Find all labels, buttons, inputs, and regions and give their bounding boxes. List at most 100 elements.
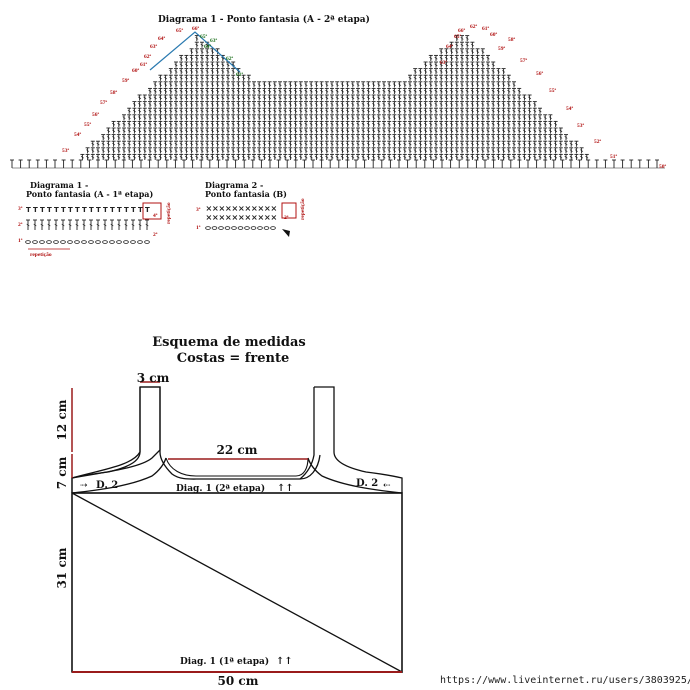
left-armhole bbox=[71, 387, 141, 493]
body-height-label: 31 cm bbox=[55, 547, 69, 588]
stitch-mark bbox=[444, 56, 448, 60]
stitch-mark bbox=[283, 83, 287, 86]
stitch-mark bbox=[372, 142, 376, 146]
stitch-mark bbox=[299, 129, 303, 133]
stitch-mark bbox=[429, 83, 433, 86]
stitch-mark bbox=[507, 155, 511, 159]
stitch-mark bbox=[103, 223, 107, 227]
stitch-mark bbox=[496, 149, 500, 152]
stitch-mark bbox=[574, 155, 578, 159]
stitch-mark bbox=[143, 116, 147, 119]
stitch-mark bbox=[460, 70, 464, 73]
stitch-mark bbox=[314, 109, 318, 113]
stitch-mark bbox=[476, 155, 480, 159]
stitch-mark bbox=[283, 122, 287, 126]
stitch-mark bbox=[200, 89, 204, 93]
stitch-mark bbox=[132, 155, 136, 159]
stitch-mark: × bbox=[225, 213, 232, 222]
left-d2-label: D. 2 bbox=[96, 480, 118, 491]
stitch-mark bbox=[179, 155, 183, 159]
stitch-mark bbox=[470, 129, 474, 133]
stitch-mark bbox=[231, 149, 235, 152]
stitch-mark bbox=[444, 103, 448, 106]
stitch-mark bbox=[158, 136, 162, 139]
stitch-mark bbox=[408, 142, 412, 146]
stitch-mark bbox=[221, 103, 225, 106]
stitch-mark bbox=[470, 50, 474, 53]
stitch-mark bbox=[372, 155, 376, 159]
stage-1-repeat-side: repetição bbox=[166, 202, 172, 224]
stitch-mark: × bbox=[271, 204, 278, 213]
left-row-label: 55ª bbox=[84, 122, 92, 128]
stitch-mark bbox=[408, 149, 412, 152]
d2-row-label-2: 2ª bbox=[284, 215, 289, 221]
stitch-mark bbox=[340, 149, 344, 152]
stitch-mark bbox=[148, 129, 152, 133]
stitch-mark bbox=[387, 89, 391, 93]
stitch-mark bbox=[366, 155, 370, 159]
stitch-mark bbox=[335, 103, 339, 106]
stitch-mark bbox=[424, 70, 428, 73]
stitch-mark bbox=[403, 129, 407, 133]
stitch-mark bbox=[33, 223, 37, 227]
stitch-mark bbox=[377, 142, 381, 146]
stitch-mark bbox=[418, 116, 422, 119]
stitch-mark bbox=[179, 70, 183, 73]
stitch-mark bbox=[548, 155, 552, 159]
stitch-mark bbox=[96, 223, 100, 227]
stitch-mark bbox=[377, 136, 381, 139]
stitch-mark bbox=[299, 149, 303, 152]
stitch-mark bbox=[366, 149, 370, 152]
stitch-mark bbox=[247, 129, 251, 133]
stitch-mark bbox=[439, 109, 443, 113]
stitch-mark bbox=[465, 103, 469, 106]
stitch-mark bbox=[320, 116, 324, 119]
stitch-mark bbox=[491, 122, 495, 126]
stitch-mark bbox=[273, 116, 277, 119]
stitch-mark bbox=[413, 149, 417, 152]
stitch-mark bbox=[320, 83, 324, 86]
stitch-mark bbox=[200, 96, 204, 100]
stitch-mark bbox=[387, 129, 391, 133]
stitch-mark bbox=[268, 122, 272, 126]
stitch-mark bbox=[304, 89, 308, 93]
stitch-mark bbox=[455, 129, 459, 133]
stitch-mark bbox=[496, 70, 500, 73]
stitch-mark bbox=[127, 142, 131, 146]
stitch-mark bbox=[320, 155, 324, 159]
right-row-label: 65ª bbox=[454, 34, 462, 40]
stitch-mark bbox=[486, 116, 490, 119]
stitch-mark bbox=[195, 76, 199, 80]
stitch-mark bbox=[283, 136, 287, 139]
stitch-mark bbox=[210, 103, 214, 106]
stitch-mark bbox=[216, 109, 220, 113]
stitch-mark: T bbox=[110, 206, 115, 214]
stitch-mark bbox=[320, 136, 324, 139]
stitch-mark bbox=[418, 89, 422, 93]
stitch-mark: × bbox=[264, 213, 271, 222]
stitch-mark bbox=[195, 63, 199, 67]
stitch-mark bbox=[434, 56, 438, 60]
stitch-mark bbox=[101, 136, 105, 139]
stitch-mark bbox=[236, 129, 240, 133]
stitch-mark bbox=[231, 122, 235, 126]
stitch-mark bbox=[392, 89, 396, 93]
stitch-mark bbox=[444, 136, 448, 139]
stitch-mark bbox=[325, 129, 329, 133]
stitch-mark bbox=[148, 142, 152, 146]
stitch-mark bbox=[221, 70, 225, 73]
stitch-mark bbox=[190, 155, 194, 159]
stitch-mark bbox=[309, 96, 313, 100]
stitch-mark bbox=[335, 129, 339, 133]
stitch-mark bbox=[476, 76, 480, 80]
stitch-mark bbox=[309, 109, 313, 113]
stitch-mark bbox=[408, 122, 412, 126]
stitch-mark bbox=[387, 116, 391, 119]
stitch-mark bbox=[179, 142, 183, 146]
stitch-mark bbox=[205, 96, 209, 100]
stitch-mark bbox=[82, 223, 86, 227]
inner-row-label: 61ª bbox=[236, 72, 244, 78]
stitch-mark bbox=[496, 155, 500, 159]
stitch-mark bbox=[455, 63, 459, 67]
stitch-mark bbox=[81, 240, 87, 244]
